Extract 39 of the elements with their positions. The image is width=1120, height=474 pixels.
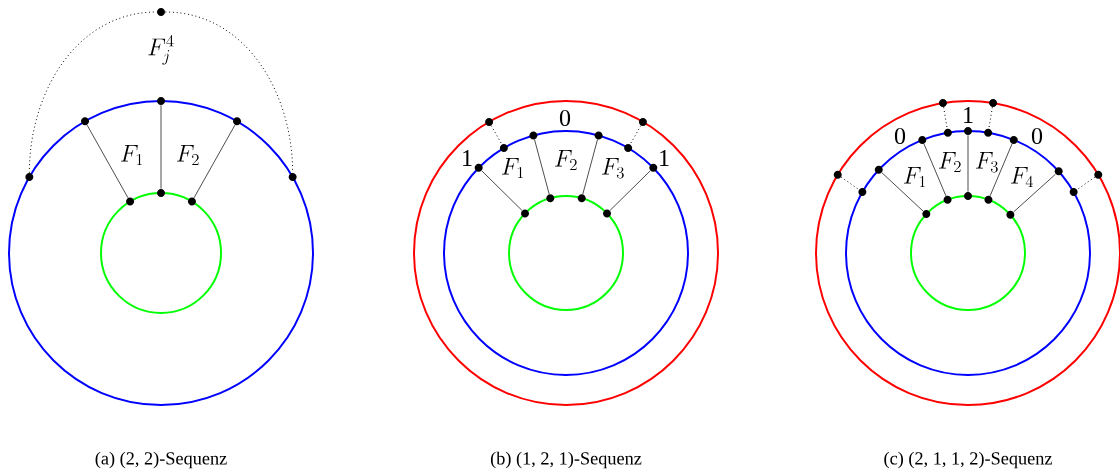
edge-line bbox=[988, 106, 993, 129]
face-label: $F_2$ bbox=[176, 144, 199, 166]
number-label: 0 bbox=[559, 109, 571, 127]
edge-line bbox=[609, 170, 651, 211]
number-label: 0 bbox=[1031, 127, 1043, 145]
edge-line bbox=[481, 170, 523, 211]
edge-line bbox=[881, 172, 924, 212]
edge-line bbox=[1013, 173, 1056, 213]
number-label: 1 bbox=[463, 150, 472, 166]
edge-line bbox=[989, 143, 1013, 197]
edge-line bbox=[28, 11, 158, 174]
number-label: 1 bbox=[660, 150, 669, 166]
face-label: $F_3$ bbox=[601, 157, 624, 179]
edge-line bbox=[582, 139, 598, 195]
face-label: $F_1$ bbox=[903, 166, 926, 188]
edge-line bbox=[967, 134, 969, 193]
face-label: $F_2$ bbox=[554, 149, 577, 171]
edge-line bbox=[86, 124, 129, 199]
face-label: $F_4$ bbox=[1010, 166, 1033, 188]
face-label: $F_1$ bbox=[501, 157, 524, 179]
face-label: $F_3$ bbox=[975, 151, 998, 173]
number-label: 0 bbox=[894, 127, 906, 145]
edge-line bbox=[629, 125, 642, 145]
caption: (b) (1, 2, 1)-Sequenz bbox=[490, 451, 642, 469]
edge-line bbox=[840, 176, 860, 191]
edge-line bbox=[164, 11, 294, 174]
edge-line bbox=[193, 124, 236, 199]
caption: (a) (2, 2)-Sequenz bbox=[95, 451, 227, 469]
face-label: $F_j^4$ bbox=[148, 35, 174, 65]
edge-line bbox=[534, 139, 550, 195]
caption: (c) (2, 1, 1, 2)-Sequenz bbox=[884, 451, 1052, 469]
face-label: $F_1$ bbox=[120, 144, 143, 166]
edge-line bbox=[490, 125, 503, 145]
number-label: 1 bbox=[964, 107, 973, 123]
edge-line bbox=[1076, 176, 1096, 191]
edge-line bbox=[943, 106, 948, 129]
edge-line bbox=[160, 104, 162, 190]
edge-line bbox=[923, 143, 947, 197]
face-label: $F_2$ bbox=[938, 151, 961, 173]
